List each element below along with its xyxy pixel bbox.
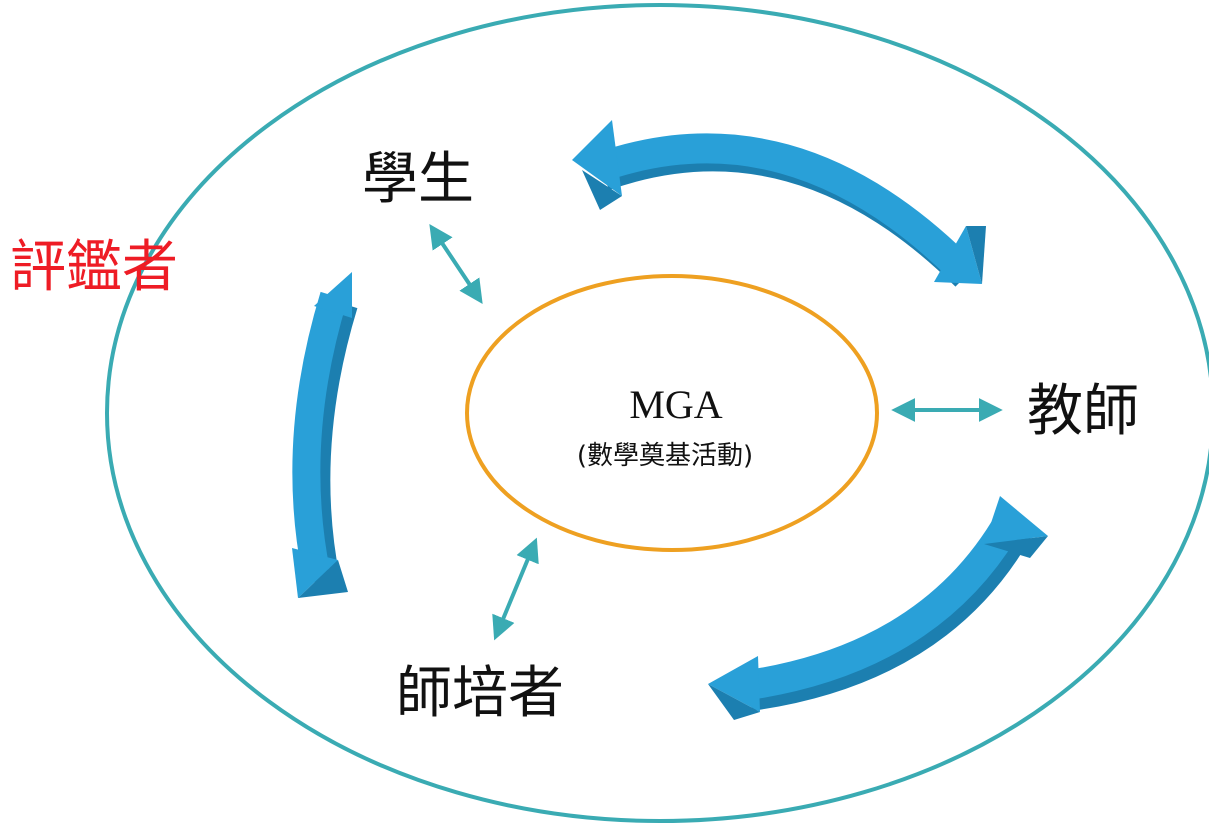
curved-double-arrow-icon bbox=[572, 120, 986, 287]
core-subtitle: (數學奠基活動) bbox=[577, 441, 753, 471]
role-teacher: 教師 bbox=[1027, 379, 1139, 444]
curved-double-arrow-icon bbox=[292, 272, 358, 598]
role-student: 學生 bbox=[362, 147, 474, 212]
double-headed-arrow-icon bbox=[492, 537, 539, 641]
core-ellipse bbox=[465, 274, 879, 552]
role-teacher-educator: 師培者 bbox=[396, 661, 564, 726]
outer-ellipse bbox=[105, 3, 1209, 823]
role-evaluator: 評鑑者 bbox=[10, 235, 178, 300]
curved-double-arrow-icon bbox=[708, 496, 1048, 720]
core-title: MGA bbox=[629, 382, 722, 427]
double-headed-arrow-icon bbox=[429, 224, 483, 304]
